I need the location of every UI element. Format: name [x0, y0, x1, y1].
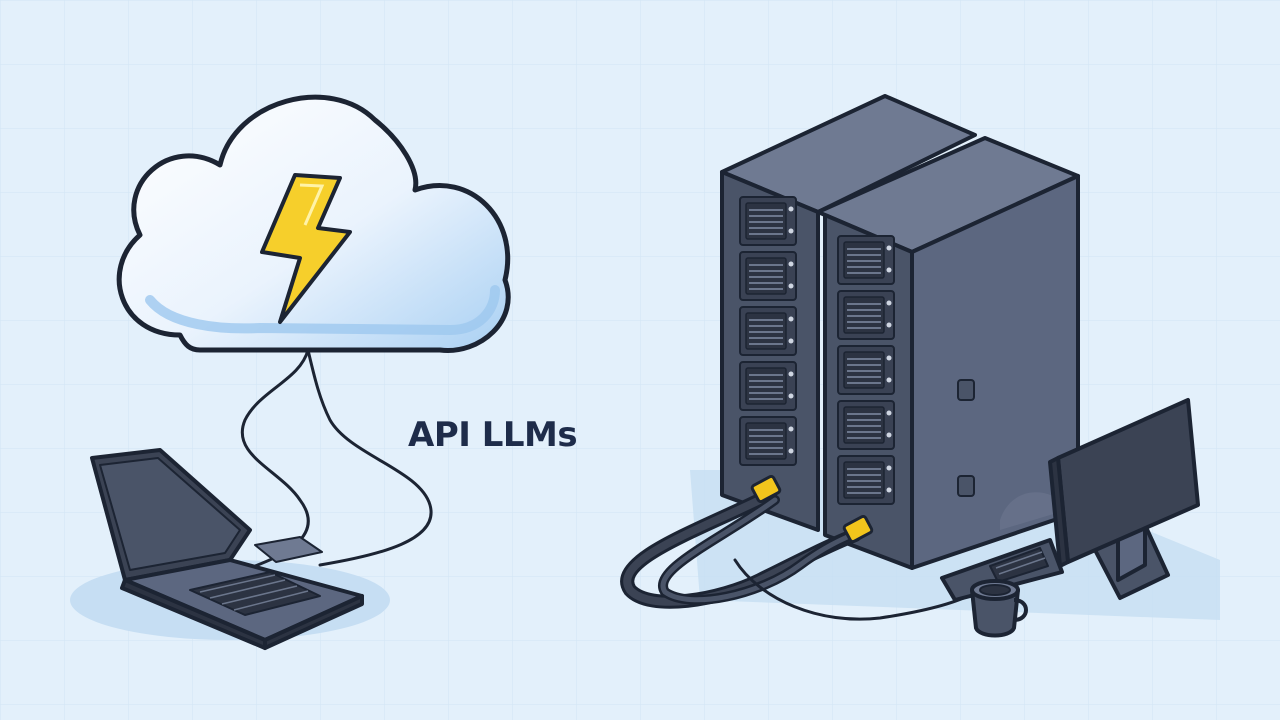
server-rack-icon: [720, 94, 1080, 570]
desktop-monitor-icon: [940, 398, 1200, 602]
server-cables: [620, 488, 972, 621]
lightning-bolt-icon: [260, 173, 352, 324]
laptop-icon: [90, 448, 364, 650]
cable-connector-icon: [750, 474, 874, 544]
diagram-caption: API LLMs: [408, 415, 578, 455]
mug-icon: [970, 579, 1028, 638]
